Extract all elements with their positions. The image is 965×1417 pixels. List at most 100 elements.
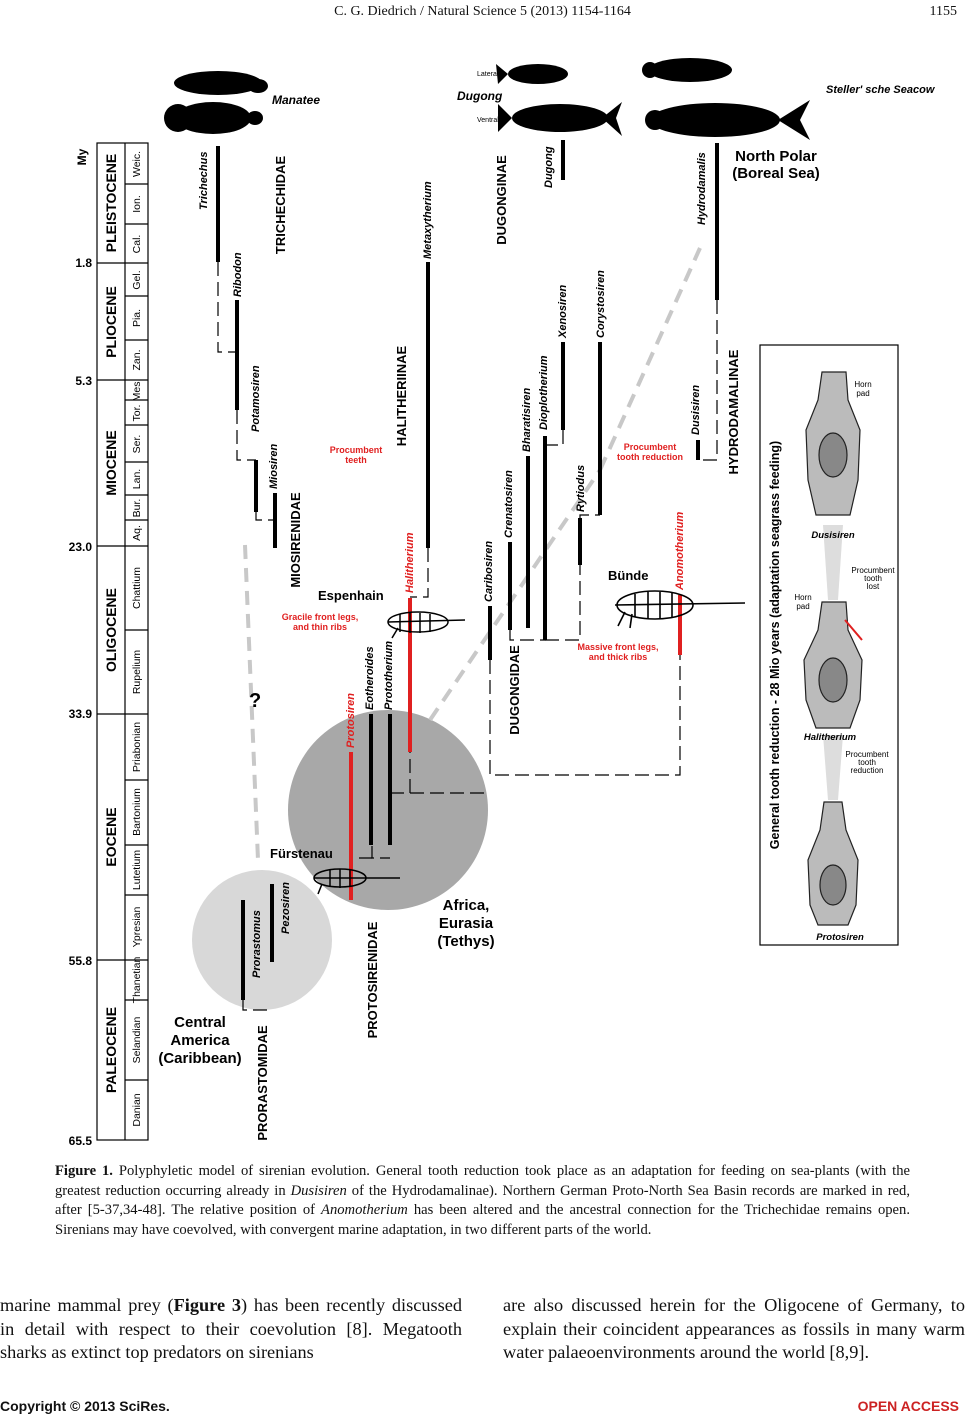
note-massive-1: Massive front legs, xyxy=(577,642,658,652)
panel-reduction-3: reduction xyxy=(851,766,884,775)
open-access-badge: OPEN ACCESS xyxy=(857,1398,959,1414)
caption-italic-1: Dusisiren xyxy=(290,1182,347,1199)
copyright: Copyright © 2013 SciRes. xyxy=(0,1398,170,1414)
skeleton-espenhain xyxy=(387,611,466,639)
panel-funnel-2 xyxy=(823,735,843,800)
stage-mes: Mes. xyxy=(131,379,143,402)
locality-furstenau: Fürstenau xyxy=(270,846,333,861)
taxon-hydrodamalis: Hydrodamalis xyxy=(696,152,708,225)
taxon-caribosiren: Caribosiren xyxy=(483,541,495,602)
caption-label: Figure 1. xyxy=(55,1163,113,1179)
stage-weic: Weic. xyxy=(131,151,143,177)
taxon-pezosiren: Pezosiren xyxy=(280,882,292,934)
taxon-prorastomus: Prorastomus xyxy=(251,910,263,978)
body-column-right: are also discussed herein for the Oligoc… xyxy=(503,1295,965,1362)
family-trichechidae: TRICHECHIDAE xyxy=(273,156,288,255)
seacow-label: Steller' sche Seacow xyxy=(826,84,936,96)
taxon-metaxytherium: Metaxytherium xyxy=(422,181,434,259)
note-procumbent-teeth: teeth xyxy=(345,455,367,465)
caption-text-3: has been altered and the ancestral conne… xyxy=(55,1202,910,1238)
note-tooth-reduction-2: tooth reduction xyxy=(617,452,683,462)
panel-dusisiren-label: Dusisiren xyxy=(811,530,854,541)
family-dugongidae: DUGONGIDAE xyxy=(507,645,522,735)
figure-3-ref[interactable]: Figure 3 xyxy=(173,1295,241,1315)
family-hydrodamalinae: HYDRODAMALINAE xyxy=(726,349,741,474)
running-title: C. G. Diedrich / Natural Science 5 (2013… xyxy=(334,4,631,19)
family-halitheriinae: HALITHERIINAE xyxy=(394,345,409,446)
question-mark: ? xyxy=(249,690,261,712)
dugong-lateral-label: Lateral xyxy=(477,71,499,78)
epoch-pliocene: PLIOCENE xyxy=(103,286,119,358)
taxon-crenatosiren: Crenatosiren xyxy=(503,470,515,538)
age-33-9: 33.9 xyxy=(69,707,93,721)
region-boreal-sea: (Boreal Sea) xyxy=(732,165,820,182)
taxon-prototherium: Prototherium xyxy=(383,641,395,710)
taxon-rytiodus: Rytiodus xyxy=(575,465,587,512)
skull-protosiren xyxy=(807,801,859,926)
stage-pia: Pia. xyxy=(131,309,143,327)
taxon-xenosiren: Xenosiren xyxy=(557,285,569,339)
body-column-left: marine mammal prey (Figure 3) has been r… xyxy=(0,1294,462,1365)
stage-rupelium: Rupelium xyxy=(131,650,143,695)
stage-lan: Lan. xyxy=(131,469,143,489)
age-23: 23.0 xyxy=(69,540,93,554)
family-prorastomidae: PRORASTOMIDAE xyxy=(255,1025,270,1141)
region-africa: Africa, xyxy=(443,897,490,914)
note-procumbent: Procumbent xyxy=(330,445,383,455)
region-eurasia: Eurasia xyxy=(439,915,494,932)
panel-lost-1: Procumbent xyxy=(851,566,895,575)
page-footer: Copyright © 2013 SciRes. OPEN ACCESS xyxy=(0,1394,965,1416)
panel-title: General tooth reduction - 28 Mio years (… xyxy=(768,441,782,849)
taxon-anomotherium: Anomotherium xyxy=(674,512,686,591)
age-65-5: 65.5 xyxy=(69,1134,93,1148)
stage-selandian: Selandian xyxy=(131,1016,143,1063)
axis-unit: My xyxy=(75,148,89,165)
taxon-corystosiren: Corystosiren xyxy=(595,270,607,338)
running-header: C. G. Diedrich / Natural Science 5 (2013… xyxy=(0,2,965,24)
locality-espenhain: Espenhain xyxy=(318,588,384,603)
age-5-3: 5.3 xyxy=(75,374,92,388)
panel-funnel xyxy=(823,525,843,600)
panel-reduction-1: Procumbent xyxy=(845,750,889,759)
epoch-oligocene: OLIGOCENE xyxy=(103,588,119,672)
caribbean-region-circle xyxy=(192,870,332,1010)
dugong-label: Dugong xyxy=(457,89,503,103)
skull-halitherium xyxy=(803,601,863,729)
panel-reduction-2: tooth xyxy=(858,758,876,767)
panel-lost-2: tooth xyxy=(864,574,882,583)
stage-gel: Gel. xyxy=(131,270,143,289)
locality-bunde: Bünde xyxy=(608,568,648,583)
taxon-bharatisiren: Bharatisiren xyxy=(521,388,533,452)
taxon-potamosiren: Potamosiren xyxy=(250,365,262,432)
region-central: Central xyxy=(174,1014,226,1031)
seacow-silhouettes xyxy=(642,58,810,140)
taxon-dioplotherium: Dioplotherium xyxy=(538,355,550,430)
dashed-branch-connections xyxy=(217,262,718,1011)
panel-horn-pad-1b: pad xyxy=(856,389,869,398)
body-left-a: marine mammal prey ( xyxy=(0,1295,174,1315)
family-protosirenidae: PROTOSIRENIDAE xyxy=(365,921,380,1038)
taxon-protosiren: Protosiren xyxy=(345,693,357,748)
note-massive-2: and thick ribs xyxy=(589,652,648,662)
stage-aq: Aq. xyxy=(131,525,143,541)
time-scale xyxy=(96,142,149,1141)
stage-chattium: Chattium xyxy=(131,567,143,609)
age-1-8: 1.8 xyxy=(75,256,92,270)
age-55-8: 55.8 xyxy=(69,954,93,968)
family-dugonginae: DUGONGINAE xyxy=(494,155,509,245)
taxon-halitherium: Halitherium xyxy=(404,532,416,593)
stage-bartonium: Bartonium xyxy=(131,788,143,836)
note-tooth-reduction-1: Procumbent xyxy=(624,442,677,452)
body-left-c: ) has been recently discussed in detail … xyxy=(0,1295,462,1362)
stage-lutetium: Lutetium xyxy=(131,850,143,891)
region-north-polar: North Polar xyxy=(735,148,817,165)
dugong-silhouettes xyxy=(496,64,622,136)
figure-caption: Figure 1. Polyphyletic model of sirenian… xyxy=(55,1162,910,1240)
panel-protosiren-label: Protosiren xyxy=(816,932,864,943)
family-miosirenidae: MIOSIRENIDAE xyxy=(288,492,303,588)
note-gracile-1: Gracile front legs, xyxy=(282,612,359,622)
region-america: America xyxy=(170,1032,230,1049)
taxon-range-bars xyxy=(216,140,719,1000)
page-number: 1155 xyxy=(929,4,957,19)
stage-tor: Tor. xyxy=(131,405,143,422)
